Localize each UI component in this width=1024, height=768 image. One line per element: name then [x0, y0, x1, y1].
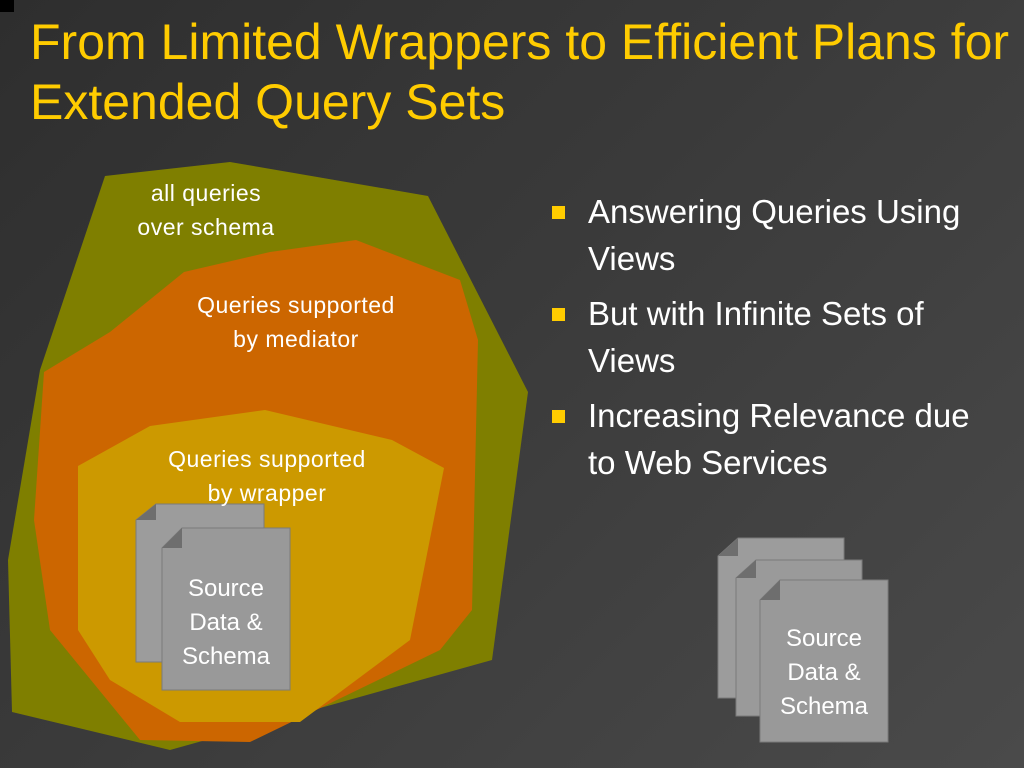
- square-bullet-icon: [552, 308, 565, 321]
- square-bullet-icon: [552, 410, 565, 423]
- mediator-label: Queries supported by mediator: [197, 292, 395, 352]
- inner-document-label: Source Data & Schema: [181, 575, 271, 670]
- slide-title: From Limited Wrappers to Efficient Plans…: [30, 14, 1010, 130]
- right-document-label: Source Data & Schema: [779, 625, 869, 720]
- bullet-text: Increasing Relevance due to Web Services: [588, 397, 970, 481]
- bullet-item: Answering Queries Using Views: [548, 188, 998, 282]
- bullet-list: Answering Queries Using Views But with I…: [548, 188, 998, 494]
- all-queries-label: all queries over schema: [137, 180, 275, 240]
- bullet-text: But with Infinite Sets of Views: [588, 295, 924, 379]
- source-data-document-icon: [135, 503, 291, 691]
- corner-mark: [0, 0, 14, 12]
- bullet-text: Answering Queries Using Views: [588, 193, 961, 277]
- bullet-item: Increasing Relevance due to Web Services: [548, 392, 998, 486]
- source-data-stack-icon: [717, 537, 889, 743]
- bullet-item: But with Infinite Sets of Views: [548, 290, 998, 384]
- square-bullet-icon: [552, 206, 565, 219]
- wrapper-label: Queries supported by wrapper: [168, 446, 366, 506]
